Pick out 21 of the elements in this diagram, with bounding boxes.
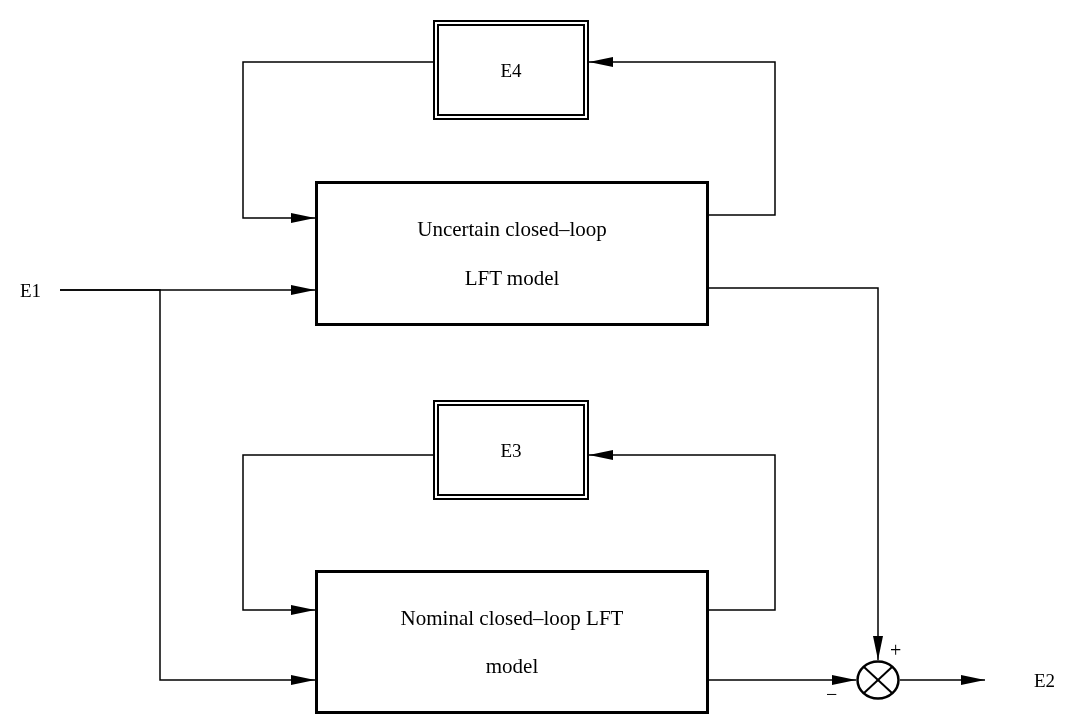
signal-label: E3 bbox=[500, 440, 522, 460]
arrow bbox=[59, 289, 316, 685]
minus-sign: − bbox=[826, 684, 838, 704]
block-label: Uncertain closed–loop LFT model bbox=[416, 216, 608, 292]
model-block bbox=[315, 570, 709, 714]
arrow bbox=[242, 454, 434, 615]
arrow bbox=[708, 287, 883, 661]
block-label: Nominal closed–loop LFT model bbox=[399, 604, 625, 680]
arrow bbox=[242, 61, 434, 223]
uncertainty-block bbox=[433, 400, 589, 500]
signal-label: E4 bbox=[500, 60, 522, 80]
arrow bbox=[588, 450, 776, 611]
signal-label: E2 bbox=[1033, 670, 1055, 690]
signal-label: E1 bbox=[20, 280, 42, 300]
model-block bbox=[315, 181, 709, 326]
summing-junction bbox=[856, 660, 900, 700]
uncertainty-block bbox=[433, 20, 589, 120]
arrow bbox=[708, 675, 857, 685]
arrow bbox=[899, 675, 986, 685]
plus-sign: + bbox=[890, 640, 902, 660]
arrow bbox=[588, 57, 776, 216]
